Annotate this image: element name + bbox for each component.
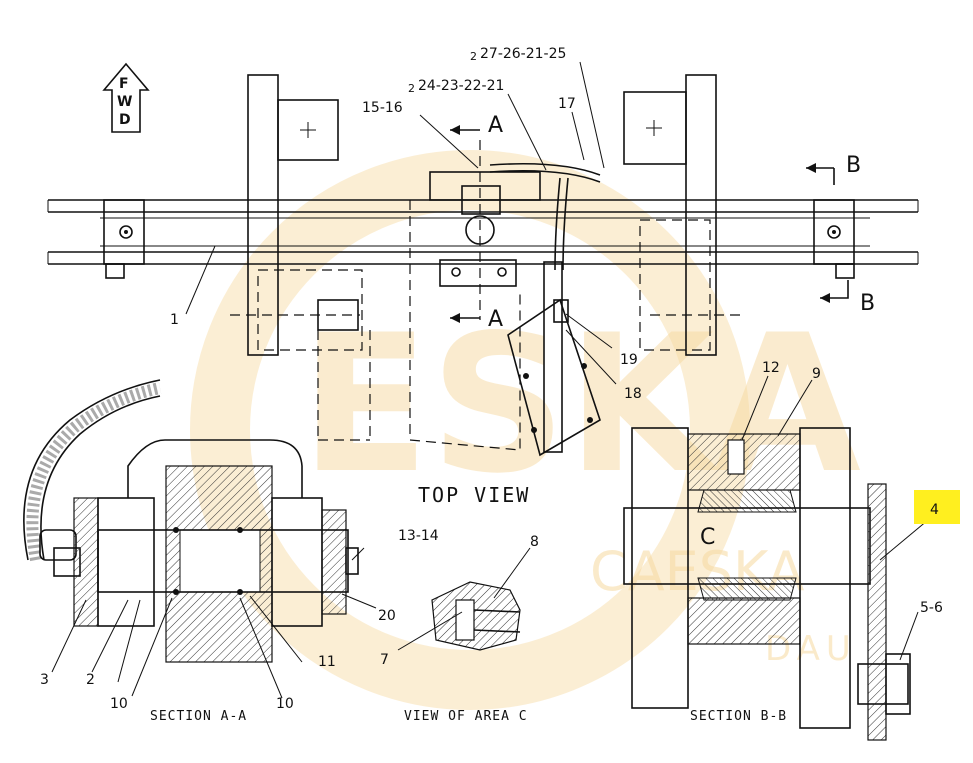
callout-4: 4 — [930, 502, 939, 518]
callout-20: 20 — [378, 608, 396, 624]
callout-3: 3 — [40, 672, 49, 688]
section-bb-caption: SECTION B-B — [690, 709, 787, 724]
callout-1: 1 — [170, 312, 179, 328]
callout-18: 18 — [624, 386, 642, 402]
callouts: 1 15-16 2 24-23-22-21 2 27-26-21-25 17 1… — [40, 46, 960, 712]
section-cut-b: B B — [806, 153, 875, 316]
callout-2: 2 — [86, 672, 95, 688]
fwd-arrow-icon: F W D — [102, 62, 150, 133]
top-view-drawing — [47, 74, 919, 457]
callout-12: 12 — [762, 360, 780, 376]
section-cut-a: A A — [450, 113, 503, 332]
callout-24-23-22-21-qty: 2 — [408, 82, 415, 95]
callout-17: 17 — [558, 96, 576, 112]
top-view-caption: TOP VIEW — [418, 483, 530, 507]
callout-27-26-21-25: 27-26-21-25 — [480, 46, 566, 62]
callout-10-left: 10 — [110, 696, 128, 712]
section-aa-caption: SECTION A-A — [150, 709, 247, 724]
callout-24-23-22-21: 24-23-22-21 — [418, 78, 504, 94]
callout-19: 19 — [620, 352, 638, 368]
callout-8: 8 — [530, 534, 539, 550]
view-area-c-drawing — [431, 581, 521, 651]
callout-4-highlight — [914, 490, 960, 524]
callout-13-14: 13-14 — [398, 528, 439, 544]
area-c-label: C — [700, 525, 715, 550]
cut-a-top-label: A — [488, 113, 503, 138]
leader-lines — [51, 61, 929, 699]
cut-b-top-label: B — [846, 153, 861, 178]
section-bb-drawing: C — [623, 427, 911, 741]
fwd-letter-d: D — [119, 112, 131, 128]
callout-15-16: 15-16 — [362, 100, 403, 116]
fwd-letter-w: W — [117, 94, 132, 110]
section-aa-drawing — [23, 379, 359, 663]
callout-11: 11 — [318, 654, 336, 670]
cut-b-bottom-label: B — [860, 291, 875, 316]
callout-9: 9 — [812, 366, 821, 382]
callout-10-right: 10 — [276, 696, 294, 712]
callout-5-6: 5-6 — [920, 600, 943, 616]
cut-a-bottom-label: A — [488, 307, 503, 332]
callout-27-26-21-25-qty: 2 — [470, 50, 477, 63]
callout-7: 7 — [380, 652, 389, 668]
view-area-c-caption: VIEW OF AREA C — [404, 709, 528, 724]
fwd-letter-f: F — [119, 76, 129, 92]
